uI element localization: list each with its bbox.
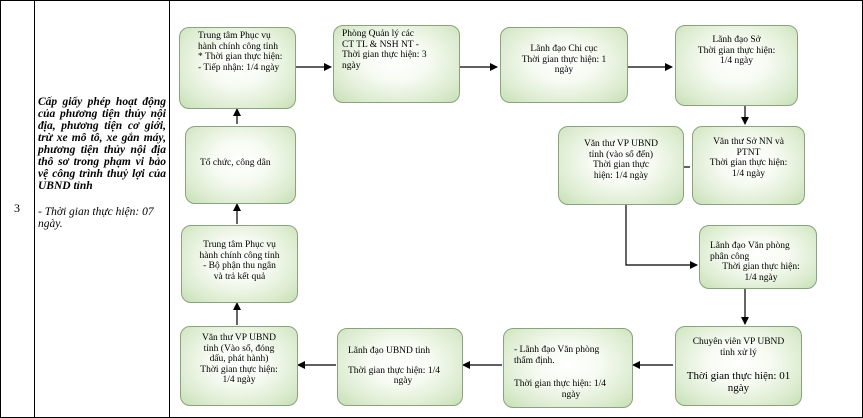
step-van-thu-ubnd-phat-hanh: Văn thư VP UBND tỉnh (Vào sổ, đóng dấu, … <box>180 326 298 406</box>
column-divider-1 <box>34 0 35 418</box>
column-divider-2 <box>169 0 170 418</box>
step-lanh-dao-vp-phan-cong: Lãnh đạo Văn phòng phân công Thời gian t… <box>699 225 817 289</box>
step-trung-tam-tiep-nhan: Trung tâm Phục vụ hành chính công tỉnh *… <box>179 27 296 109</box>
procedure-title: Cấp giấy phép hoạt động của phương tiện … <box>38 96 166 192</box>
step-lanh-dao-vp-tham-dinh: - Lãnh đạo Văn phòng thẩm định. Thời gia… <box>503 328 633 408</box>
step-van-thu-ubnd-vao-so: Văn thư VP UBND tỉnh (vào sổ đến) Thời g… <box>558 126 684 205</box>
arrow-van-thu-ubnd-to-phan-cong <box>625 205 698 269</box>
step-lanh-dao-so: Lãnh đạo Sở Thời gian thực hiện: 1/4 ngà… <box>675 25 798 106</box>
step-trung-tam-tra-ket-qua: Trung tâm Phục vụ hành chính công tỉnh -… <box>181 225 298 303</box>
procedure-time: - Thời gian thực hiện: 07 ngày. <box>38 206 154 230</box>
step-lanh-dao-chi-cuc: Lãnh đạo Chi cục Thời gian thực hiện: 1 … <box>500 27 628 103</box>
step-lanh-dao-ubnd: Lãnh đạo UBND tỉnh Thời gian thực hiện: … <box>337 328 463 406</box>
step-phong-quan-ly: Phòng Quản lý các CT TL & NSH NT - Thời … <box>333 25 460 103</box>
step-to-chuc-cong-dan: Tổ chức, công dân <box>185 126 296 204</box>
step-chuyen-vien-vp: Chuyên viên VP UBND tỉnh xử lý Thời gian… <box>675 326 802 406</box>
row-number: 3 <box>14 200 20 215</box>
procedure-description: Cấp giấy phép hoạt động của phương tiện … <box>38 96 166 230</box>
step-van-thu-so-nn: Văn thư Sở NN và PTNT Thời gian thực hiệ… <box>692 126 805 205</box>
